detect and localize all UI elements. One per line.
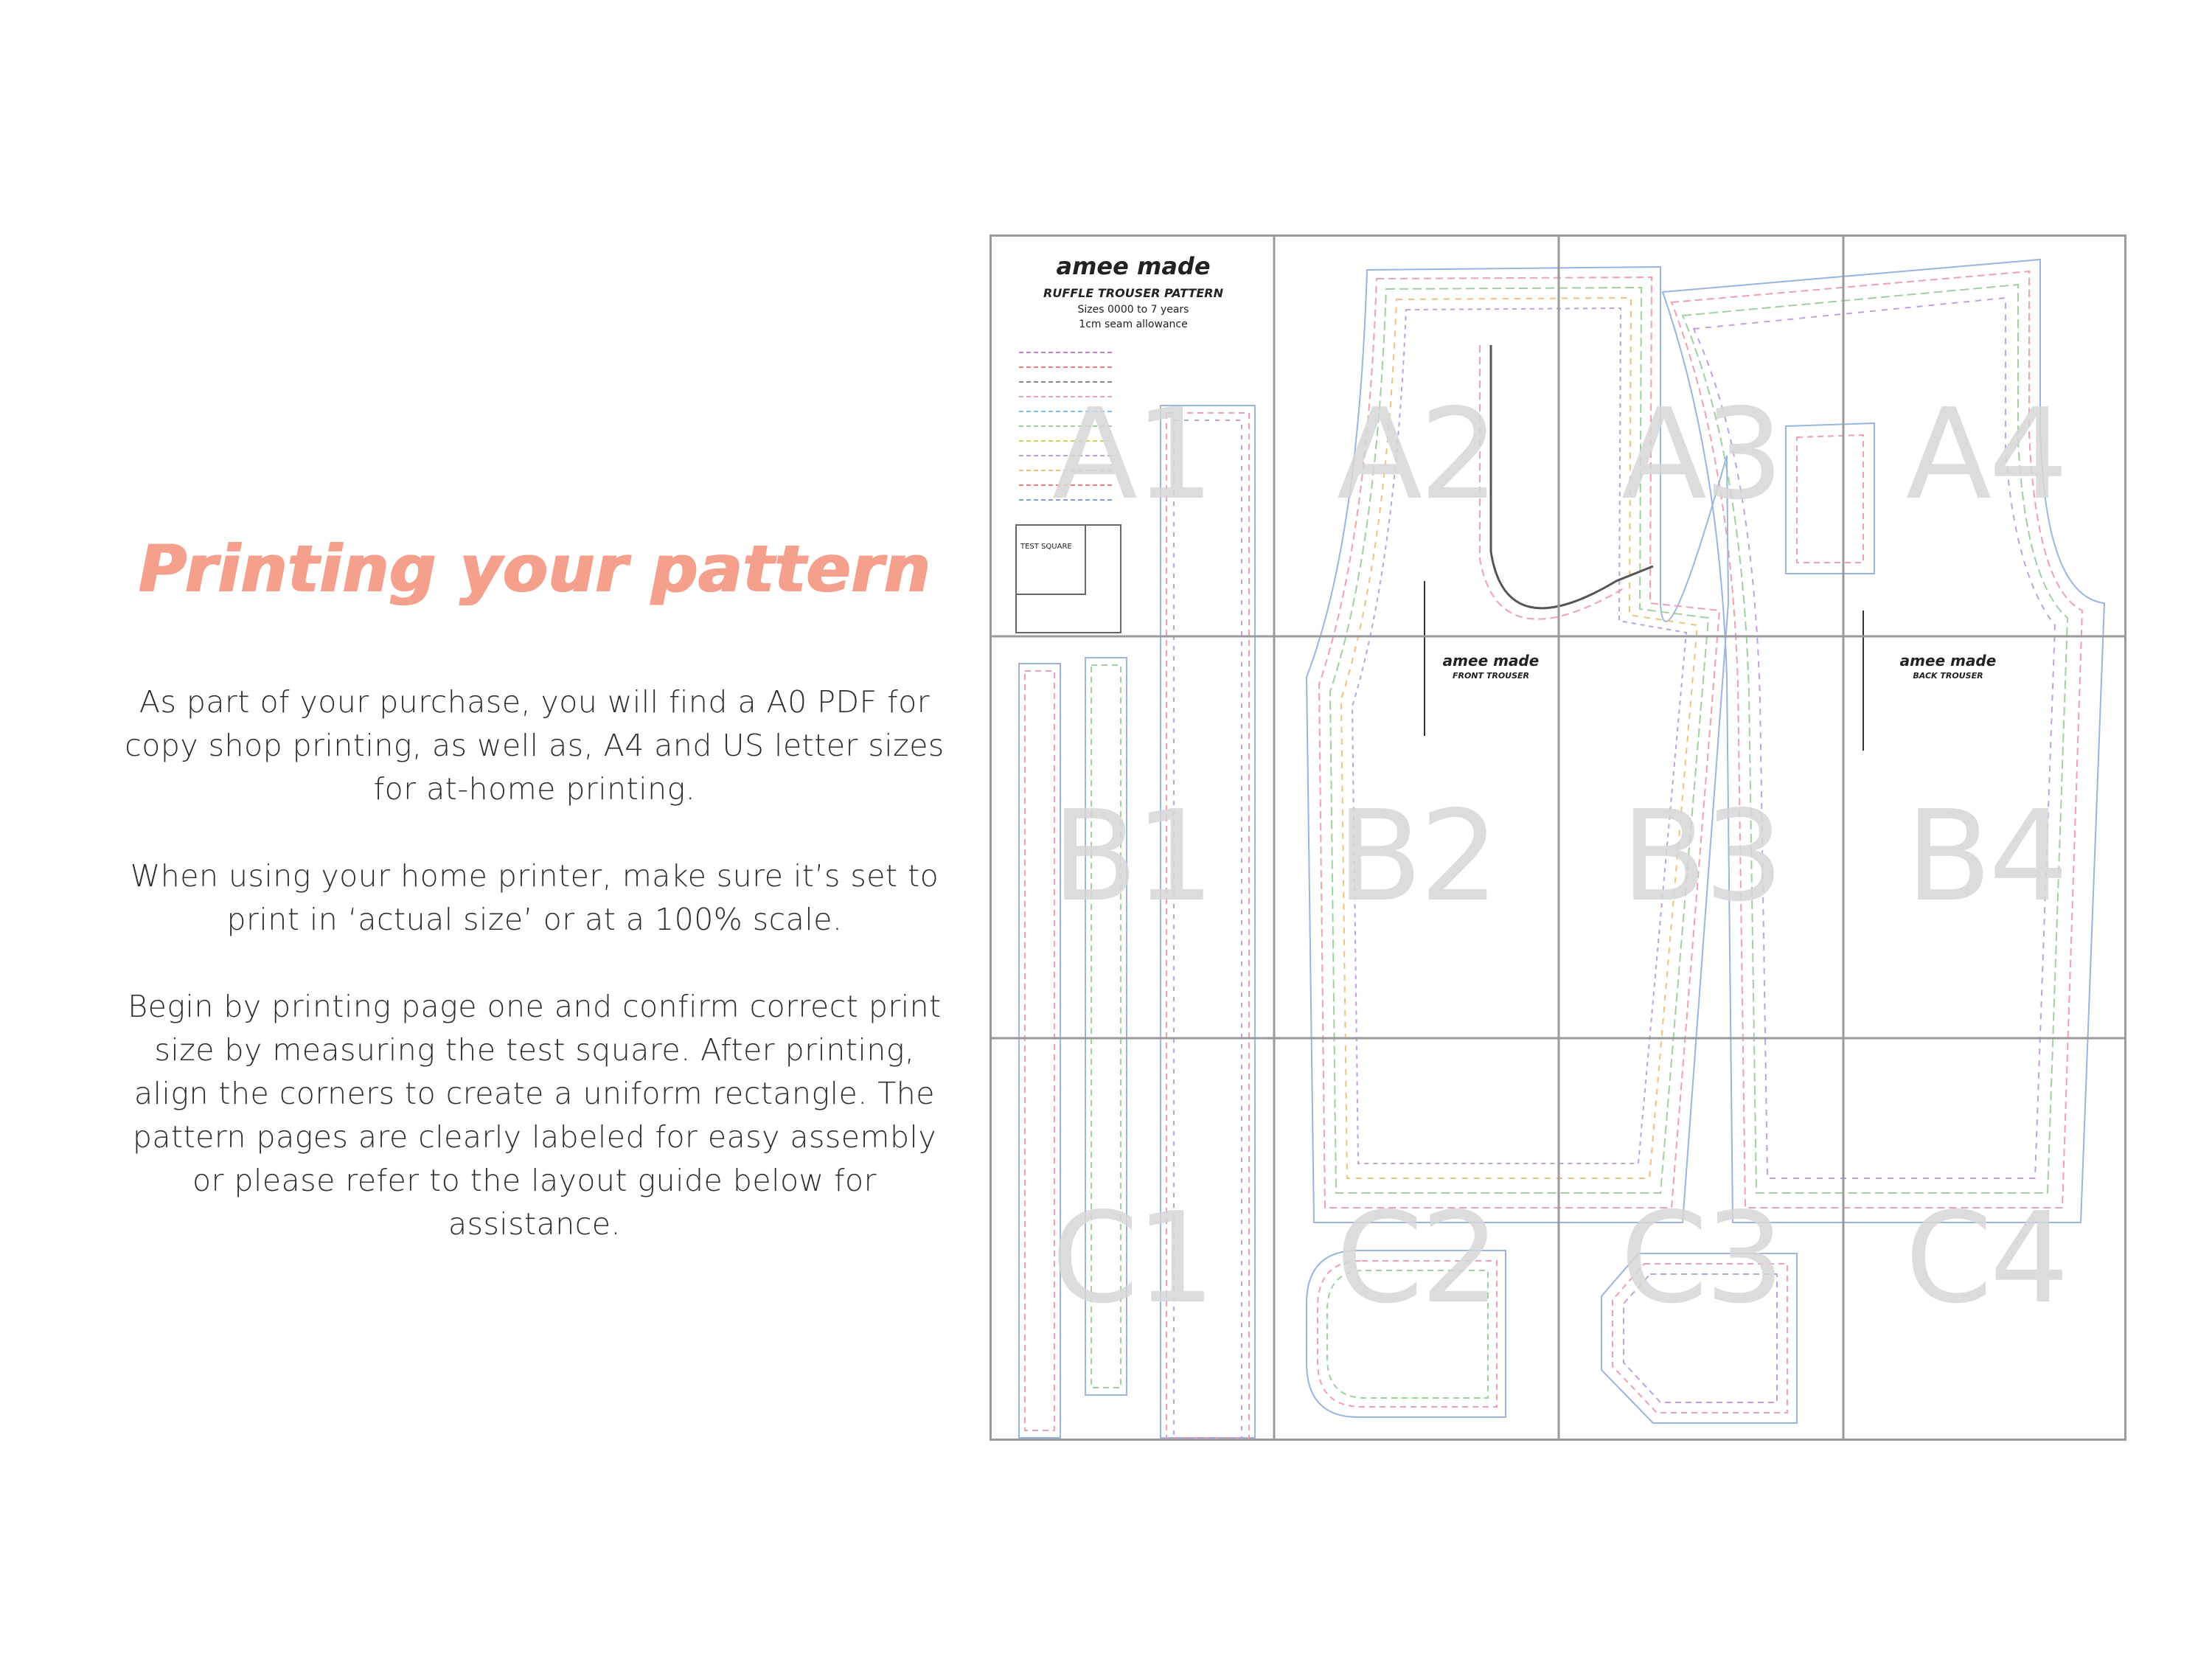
tile-label-a4: A4 [1905,382,2068,528]
tile-label-a1: A1 [1051,382,1214,528]
pattern-layout-guide: A1 A2 A3 A4 B1 B2 B3 B4 C1 C2 C3 C4 amee… [990,234,2126,1441]
pattern-title: RUFFLE TROUSER PATTERN [1043,286,1223,300]
pattern-brand: amee made [1056,252,1211,280]
front-brand-label: amee made [1442,652,1540,669]
instructions-column: Printing your pattern As part of your pu… [118,531,951,1290]
tile-label-a2: A2 [1336,382,1499,528]
front-trouser-label: FRONT TROUSER [1452,671,1530,681]
pattern-sizes: Sizes 0000 to 7 years [1077,304,1189,316]
tile-label-c1: C1 [1051,1186,1216,1332]
pattern-pieces-drawing [990,234,2126,1441]
paragraph-assembly: Begin by printing page one and confirm c… [128,989,942,1242]
back-brand-label: amee made [1899,652,1997,669]
paragraph-purchase: As part of your purchase, you will find … [125,684,945,807]
tile-label-a3: A3 [1621,382,1784,528]
pattern-seam-allowance: 1cm seam allowance [1079,319,1188,330]
tile-label-c4: C4 [1905,1186,2070,1332]
back-trouser-label: BACK TROUSER [1913,671,1983,681]
paragraph-home-printer: When using your home printer, make sure … [130,858,939,937]
test-square-label: TEST SQUARE [1020,543,1072,551]
tile-label-c3: C3 [1620,1186,1785,1332]
tile-label-b4: B4 [1905,784,2069,930]
tile-label-b3: B3 [1621,784,1784,930]
tile-label-b1: B1 [1051,784,1215,930]
page-heading: Printing your pattern [138,531,931,607]
tile-label-b2: B2 [1336,784,1500,930]
tile-label-c2: C2 [1335,1186,1500,1332]
